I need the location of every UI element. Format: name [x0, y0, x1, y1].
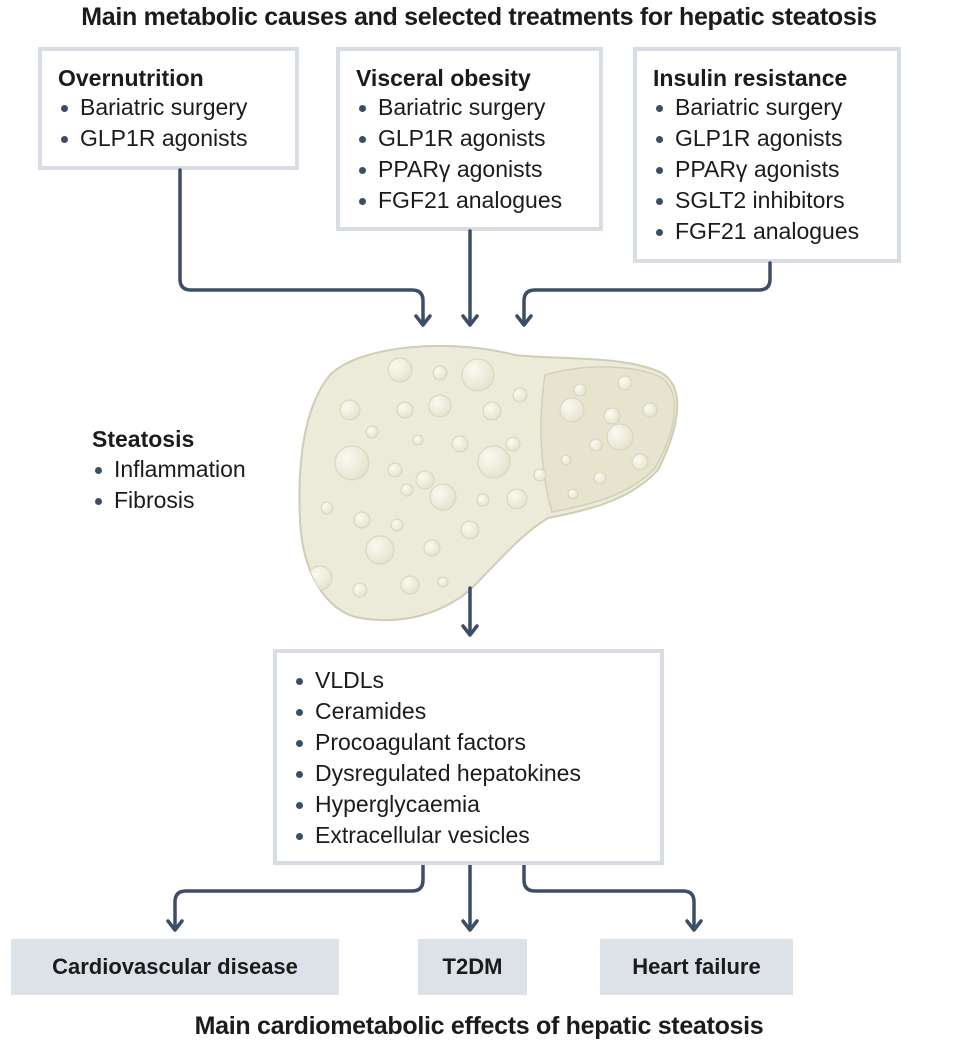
mediators-box: VLDLs Ceramides Procoagulant factors Dys…: [273, 649, 664, 865]
cause-box-overnutrition: Overnutrition Bariatric surgery GLP1R ag…: [38, 47, 299, 170]
steatosis-item: Inflammation: [92, 454, 246, 485]
mediator-item: Procoagulant factors: [293, 727, 660, 758]
treatment-item: GLP1R agonists: [653, 123, 897, 154]
treatment-item: FGF21 analogues: [356, 185, 599, 216]
mediator-item: VLDLs: [293, 665, 660, 696]
arrowhead: [461, 314, 479, 327]
mediator-item: Extracellular vesicles: [293, 820, 660, 851]
arrows: [173, 168, 772, 930]
treatment-item: Bariatric surgery: [356, 92, 599, 123]
treatment-item: GLP1R agonists: [58, 123, 295, 154]
treatment-item: SGLT2 inhibitors: [653, 185, 897, 216]
treatment-item: Bariatric surgery: [58, 92, 295, 123]
steatosis-title: Steatosis: [92, 426, 195, 452]
mediator-item: Hyperglycaemia: [293, 789, 660, 820]
arrowhead: [461, 919, 479, 932]
outcome-t2dm: T2DM: [418, 939, 527, 995]
top-title: Main metabolic causes and selected treat…: [81, 3, 877, 31]
liver-illustration: [298, 344, 679, 622]
arrow-insulin-resistance: [522, 261, 772, 325]
treatment-item: PPARγ agonists: [653, 154, 897, 185]
cause-title: Insulin resistance: [653, 65, 848, 91]
treatment-item: GLP1R agonists: [356, 123, 599, 154]
mediator-item: Ceramides: [293, 696, 660, 727]
arrow-overnutrition: [178, 168, 425, 325]
steatosis-item: Fibrosis: [92, 485, 246, 516]
arrow-to-cvd: [173, 862, 425, 930]
arrowhead: [685, 919, 703, 932]
outcome-cardiovascular-disease: Cardiovascular disease: [11, 939, 339, 995]
cause-title: Visceral obesity: [356, 65, 531, 91]
arrow-to-heart-failure: [522, 862, 696, 930]
arrowhead: [461, 624, 479, 637]
cause-box-visceral-obesity: Visceral obesity Bariatric surgery GLP1R…: [336, 47, 603, 231]
outcome-heart-failure: Heart failure: [600, 939, 793, 995]
treatment-item: PPARγ agonists: [356, 154, 599, 185]
treatment-item: FGF21 analogues: [653, 216, 897, 247]
steatosis-label-block: Steatosis Inflammation Fibrosis: [92, 424, 246, 516]
cause-box-insulin-resistance: Insulin resistance Bariatric surgery GLP…: [633, 47, 901, 263]
cause-title: Overnutrition: [58, 65, 204, 91]
arrowheads: [166, 314, 703, 932]
arrowhead: [414, 314, 432, 327]
treatment-item: Bariatric surgery: [653, 92, 897, 123]
bottom-title: Main cardiometabolic effects of hepatic …: [194, 1012, 764, 1040]
arrowhead: [166, 919, 184, 932]
mediator-item: Dysregulated hepatokines: [293, 758, 660, 789]
arrowhead: [515, 314, 533, 327]
